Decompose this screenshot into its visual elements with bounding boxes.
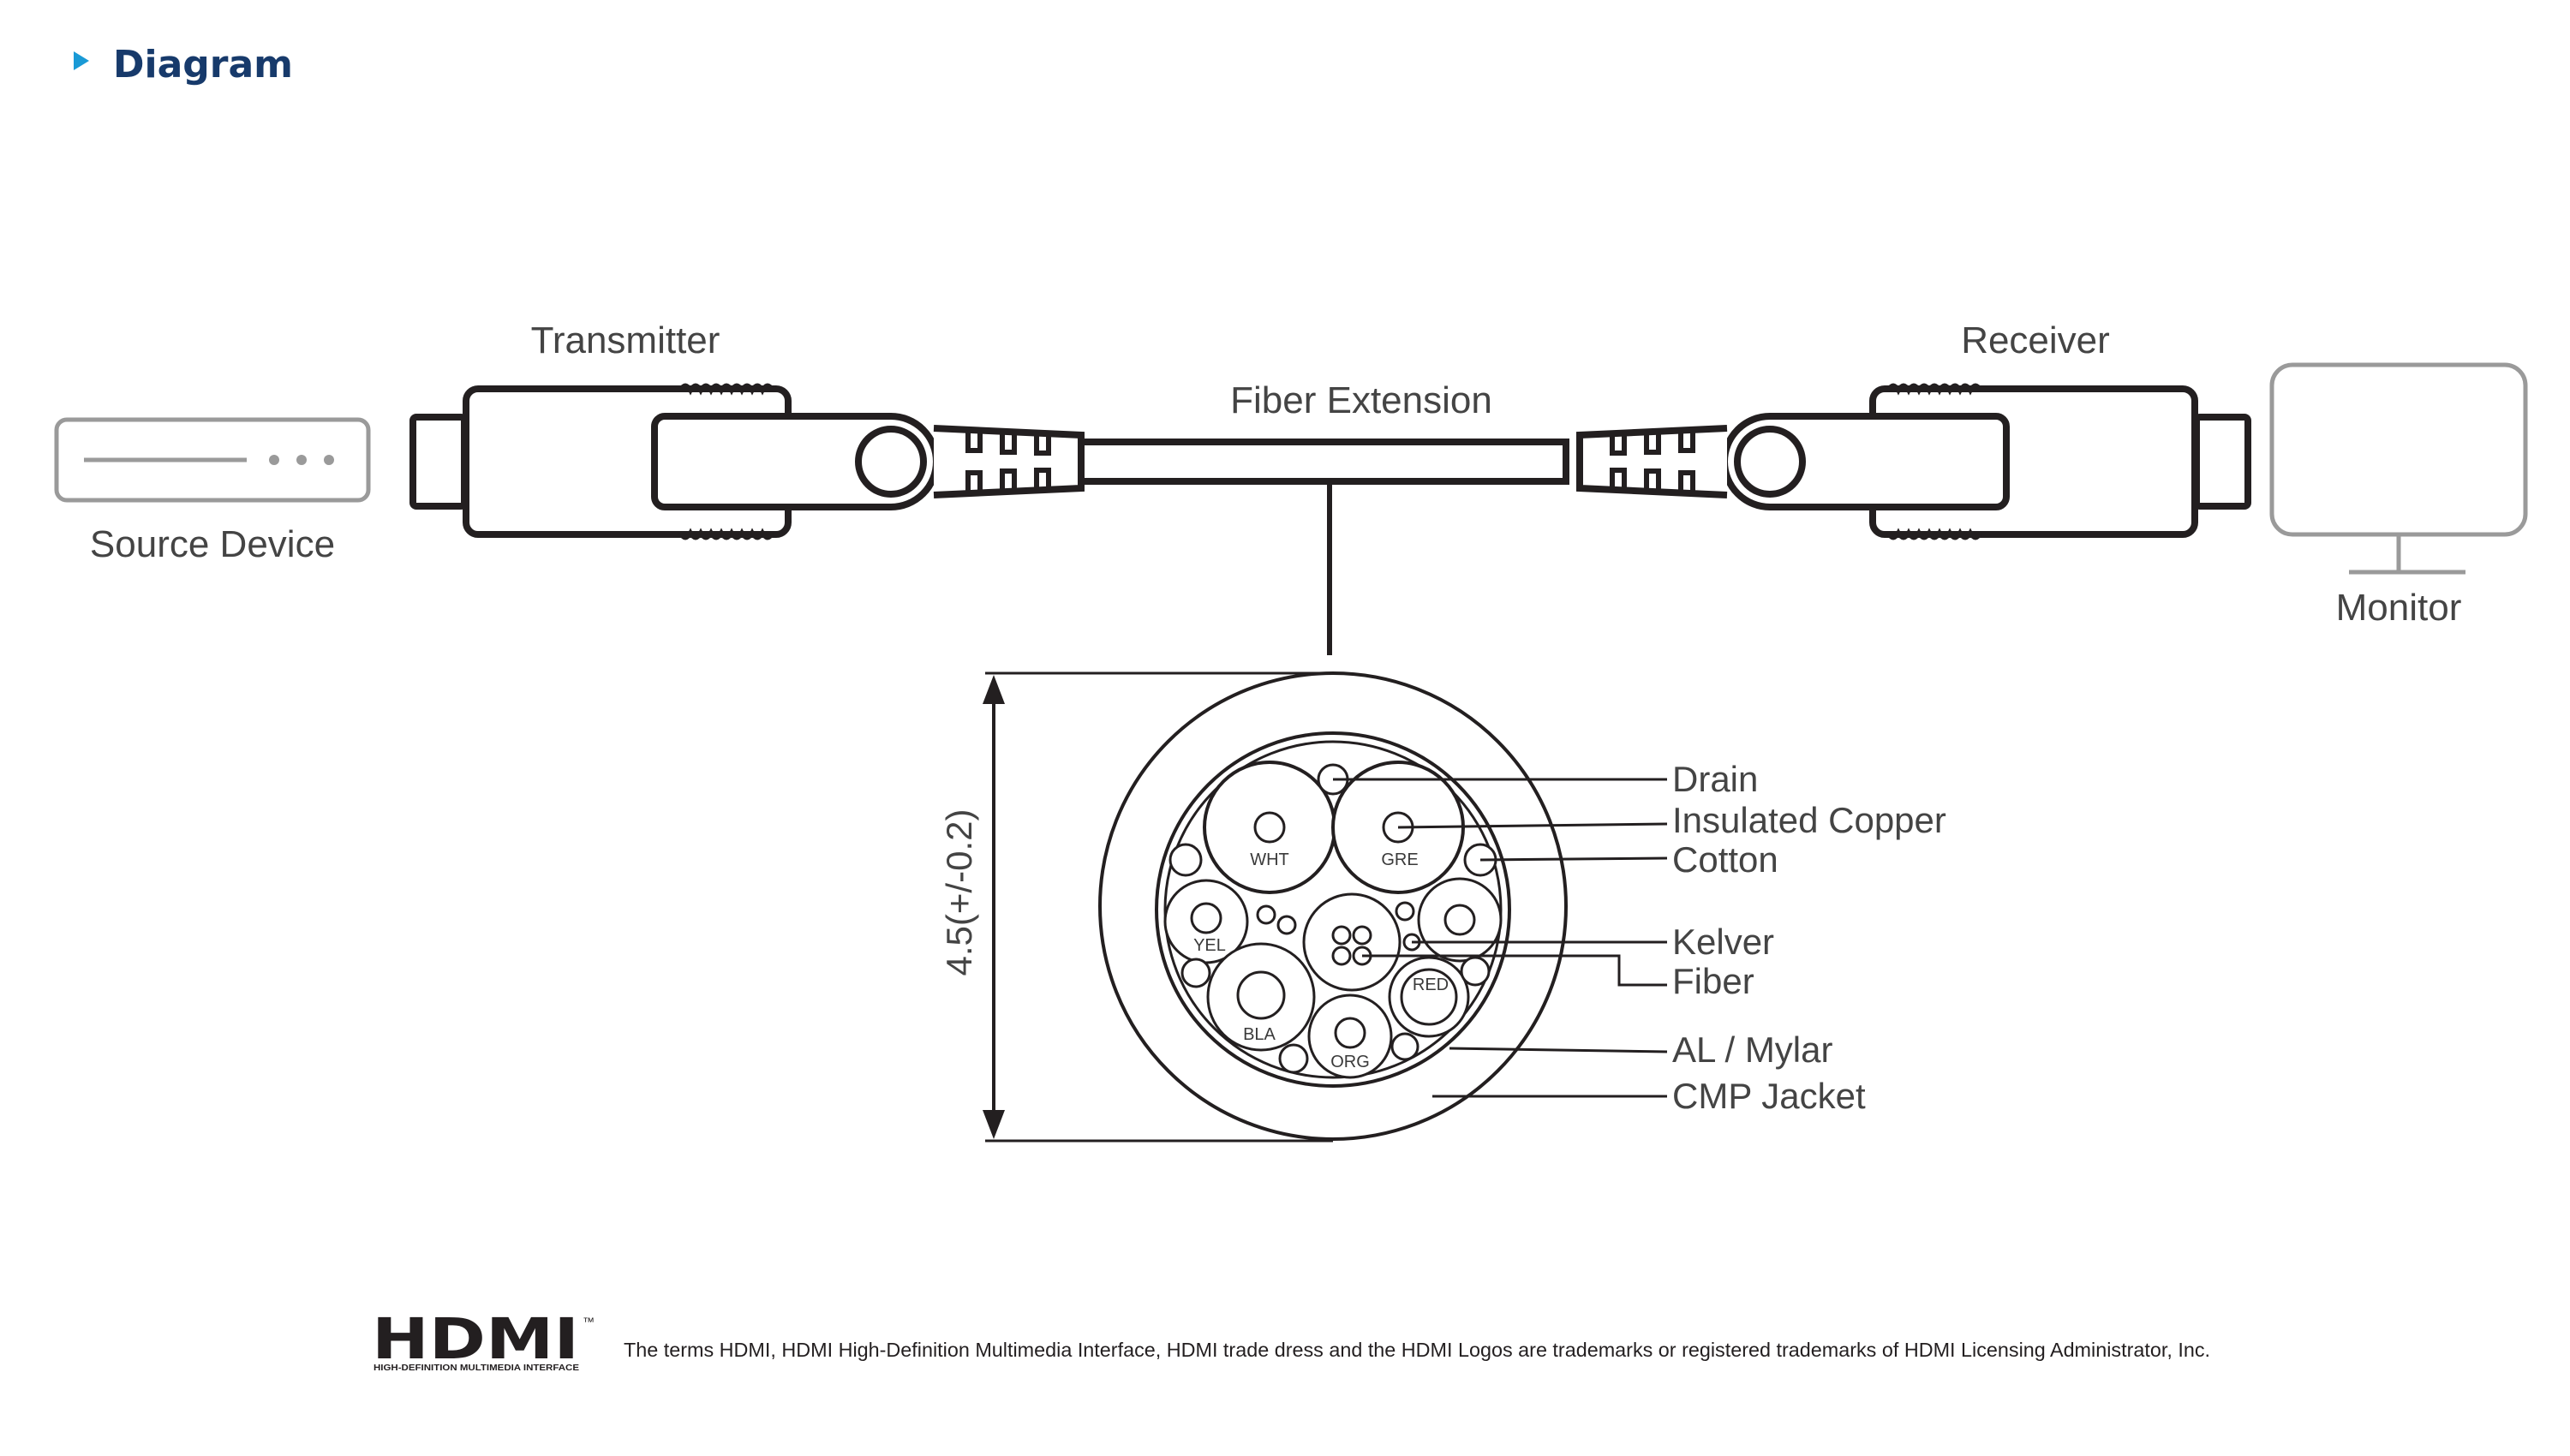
cotton-filler-7 [1256, 904, 1276, 925]
monitor-icon [2269, 362, 2528, 537]
conductor-yel-core [1190, 902, 1222, 934]
conductor-right [1417, 877, 1503, 963]
callout-line-al-mylar [1449, 1047, 1668, 1053]
fiber-extension-label: Fiber Extension [1230, 379, 1492, 421]
cotton-filler-9 [1395, 901, 1415, 922]
triangle-marker-icon [74, 51, 89, 70]
receiver-label: Receiver [1961, 319, 2110, 361]
source-device-label: Source Device [90, 523, 335, 565]
source-device: Source Device [54, 417, 371, 565]
conductor-right-core [1443, 904, 1476, 936]
cotton-filler-6 [1390, 1032, 1419, 1061]
cotton-filler-3 [1180, 958, 1211, 988]
transmitter-label: Transmitter [531, 319, 720, 361]
page-header: Diagram [74, 43, 293, 87]
page-title: Diagram [113, 43, 293, 87]
callout-cmp-jacket: CMP Jacket [1672, 1076, 1866, 1116]
callout-line-cotton [1479, 856, 1668, 862]
wire-label-wht: WHT [1250, 850, 1289, 869]
hdmi-logo-subtitle: HIGH-DEFINITION MULTIMEDIA INTERFACE [374, 1364, 579, 1373]
conductor-bla-core [1236, 970, 1286, 1020]
wire-label-bla: BLA [1243, 1025, 1276, 1044]
dimension-arrow-up-icon [983, 675, 1005, 704]
al-mylar-outer [1155, 731, 1511, 1088]
receiver-strain-relief [1576, 425, 1728, 498]
hdmi-logo: HDMI ™ HIGH-DEFINITION MULTIMEDIA INTERF… [372, 1306, 595, 1373]
receiver-plug [2193, 414, 2251, 510]
conductor-red-core [1400, 968, 1458, 1026]
receiver-connector [1576, 383, 2251, 540]
receiver-grip-bottom [1886, 528, 1983, 540]
callout-fiber: Fiber [1672, 961, 1754, 1001]
transmitter-connector [409, 383, 1085, 540]
receiver-ribs [1610, 432, 1695, 492]
cotton-filler-4 [1460, 956, 1491, 987]
trademark-notice: The terms HDMI, HDMI High-Definition Mul… [624, 1339, 2210, 1361]
receiver-knob-icon [1734, 426, 1806, 498]
fiber-cable: Fiber Extension [1078, 379, 1569, 655]
fiber-strand-3 [1331, 946, 1352, 966]
transmitter-ribs [965, 432, 1051, 492]
transmitter-plug [409, 414, 468, 510]
source-device-icon [54, 417, 371, 503]
fiber-strand-1 [1331, 925, 1352, 946]
source-device-led-1 [269, 455, 279, 465]
footer: HDMI ™ HIGH-DEFINITION MULTIMEDIA INTERF… [372, 1306, 2210, 1373]
transmitter-knob-icon [855, 426, 927, 498]
dimension-label: 4.5(+/-0.2) [939, 809, 979, 976]
conductor-wht [1203, 761, 1336, 894]
wire-label-org: ORG [1330, 1053, 1370, 1071]
callout-insulated-copper: Insulated Copper [1672, 800, 1946, 840]
conductor-org-core [1334, 1017, 1366, 1049]
callout-cotton: Cotton [1672, 839, 1778, 880]
callout-al-mylar: AL / Mylar [1672, 1029, 1832, 1070]
transmitter-strain-relief [933, 425, 1085, 498]
cotton-filler-5 [1278, 1043, 1309, 1074]
fiber-strand-2 [1352, 925, 1372, 946]
conductor-wht-core [1253, 811, 1286, 844]
source-device-led-2 [296, 455, 307, 465]
transmitter-grip-top [678, 383, 775, 396]
fiber-cable-segment [1078, 439, 1569, 485]
hdmi-logo-text: HDMI [372, 1306, 579, 1372]
callout-kelver: Kelver [1672, 922, 1774, 962]
cotton-filler-1 [1168, 843, 1203, 877]
hdmi-logo-tm: ™ [583, 1315, 595, 1328]
kevlar-bundle [1302, 892, 1402, 992]
callout-line-insulated-copper [1397, 822, 1668, 829]
dimension-arrow-down-icon [983, 1110, 1005, 1139]
conductor-bla [1206, 942, 1316, 1052]
cable-cross-section: 4.5(+/-0.2) [939, 671, 1946, 1143]
conductor-org [1307, 994, 1393, 1079]
monitor-label: Monitor [2336, 587, 2462, 629]
receiver-grip-top [1886, 383, 1983, 396]
transmitter-grip-bottom [678, 528, 775, 540]
wire-label-yel: YEL [1193, 936, 1226, 955]
source-device-led-3 [324, 455, 334, 465]
wire-label-red: RED [1413, 976, 1449, 994]
cotton-filler-8 [1276, 915, 1297, 935]
wire-label-gre: GRE [1381, 850, 1418, 869]
callout-drain: Drain [1672, 759, 1758, 799]
monitor: Monitor [2269, 362, 2528, 629]
callout-line-fiber [1362, 954, 1667, 987]
